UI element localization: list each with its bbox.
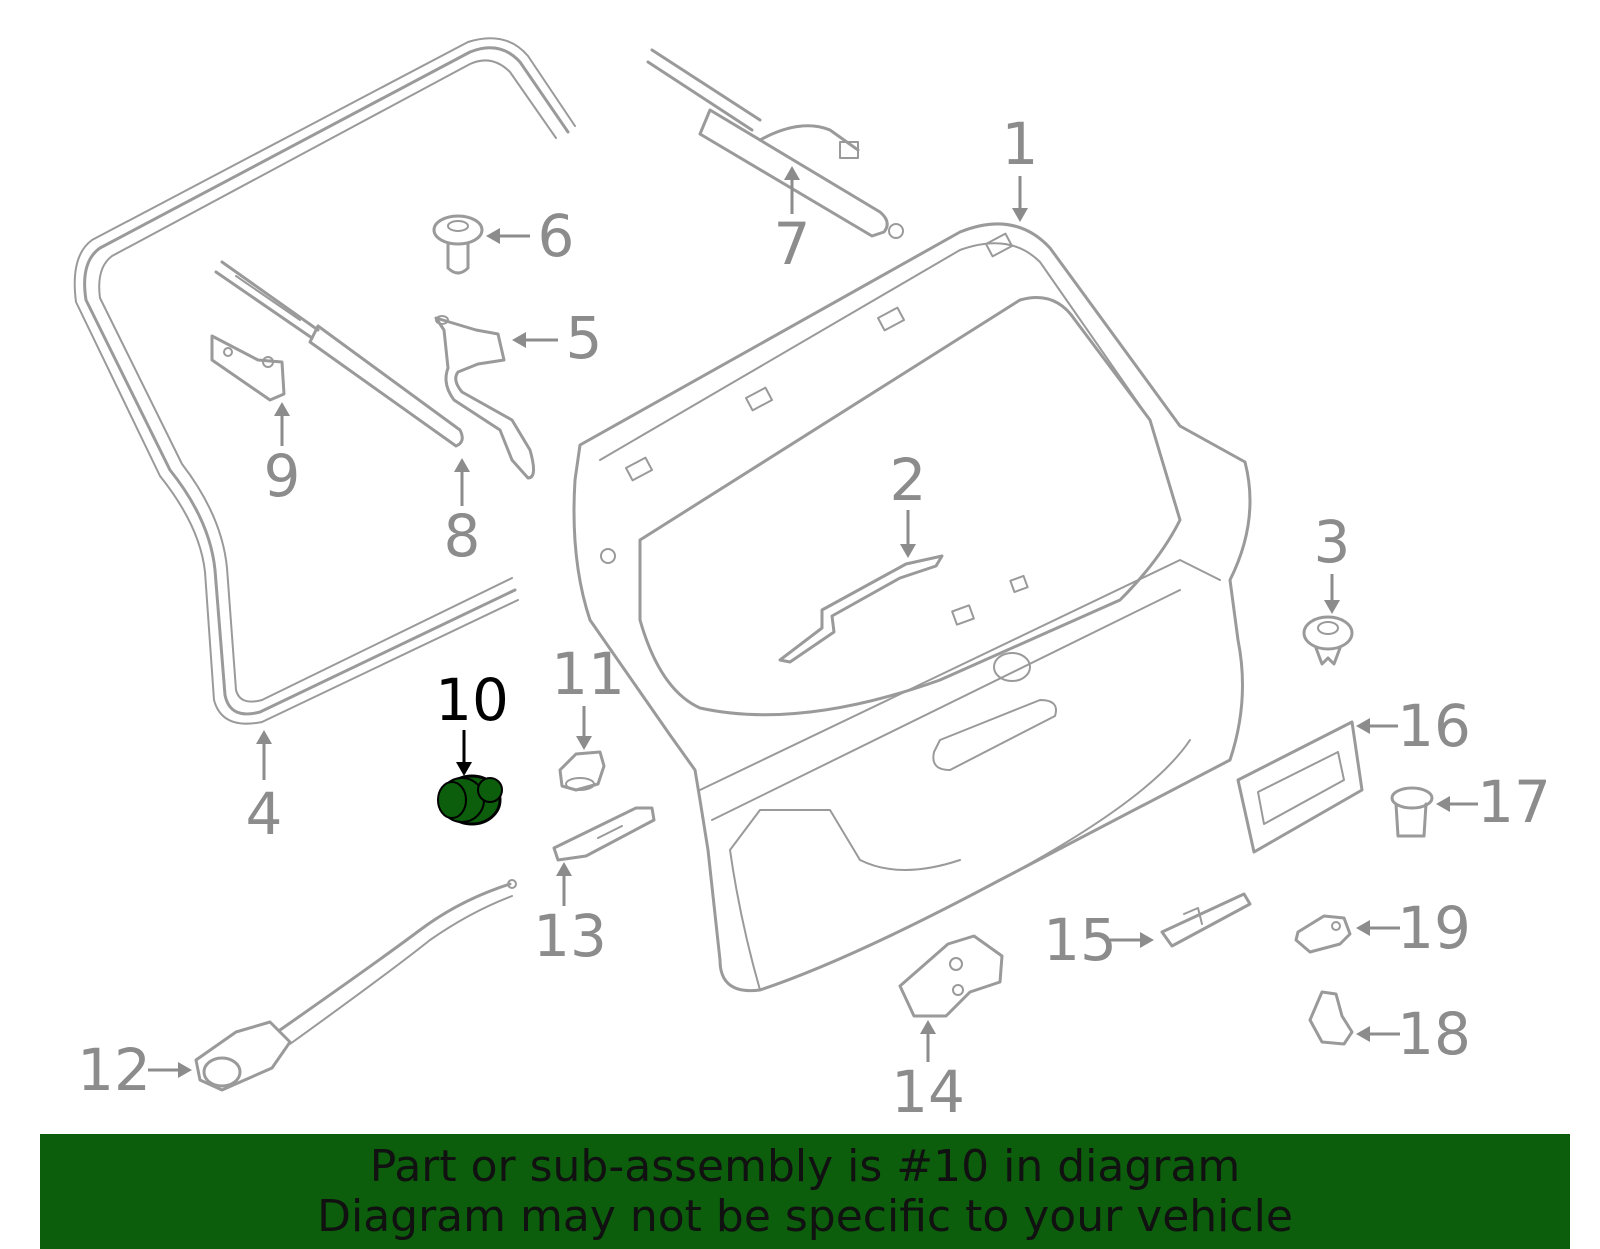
callout-16: 16 — [1397, 692, 1471, 760]
part-16-plate-housing — [1236, 720, 1364, 854]
part-7-power-strut — [646, 48, 904, 239]
part-8-gas-strut — [214, 260, 464, 448]
part-10-plug — [437, 774, 503, 826]
callout-5: 5 — [566, 304, 603, 372]
part-15-latch-switch — [1160, 892, 1252, 948]
callout-11: 11 — [551, 640, 625, 708]
info-banner: Part or sub-assembly is #10 in diagram D… — [40, 1134, 1570, 1249]
callout-15: 15 — [1043, 906, 1117, 974]
part-14-latch — [898, 934, 1004, 1018]
part-6-clip — [432, 214, 484, 275]
leader-lines — [148, 166, 1478, 1078]
part-3-clip — [1302, 615, 1354, 666]
callout-3: 3 — [1314, 508, 1351, 576]
callout-6: 6 — [538, 202, 575, 270]
callout-7: 7 — [774, 210, 811, 278]
part-13-bracket — [552, 806, 656, 862]
part-4-weatherstrip — [73, 37, 576, 725]
callout-13: 13 — [533, 902, 607, 970]
part-9-bracket — [210, 334, 286, 402]
part-5-hinge — [434, 315, 535, 480]
part-19-bracket — [1294, 914, 1352, 954]
banner-line-1: Part or sub-assembly is #10 in diagram — [369, 1141, 1241, 1192]
callout-4: 4 — [246, 780, 283, 848]
callout-14: 14 — [891, 1058, 965, 1126]
part-17-bumper — [1390, 786, 1434, 838]
banner-line-2: Diagram may not be specific to your vehi… — [317, 1191, 1293, 1242]
callout-labels: 1 2 3 4 5 6 7 8 9 10 11 12 13 14 15 16 1… — [77, 110, 1551, 1126]
part-2-wiper-bracket — [778, 554, 1029, 664]
part-18-sensor — [1308, 990, 1354, 1046]
callout-17: 17 — [1477, 768, 1551, 836]
callout-2: 2 — [890, 446, 927, 514]
callout-8: 8 — [444, 502, 481, 570]
part-1-tailgate — [572, 222, 1252, 993]
part-12-latch-motor — [194, 879, 517, 1092]
callout-1: 1 — [1002, 110, 1039, 178]
callout-10: 10 — [435, 666, 509, 734]
callout-12: 12 — [77, 1036, 151, 1104]
callout-9: 9 — [264, 442, 301, 510]
part-11-actuator — [558, 750, 606, 792]
callout-19: 19 — [1397, 894, 1471, 962]
callout-18: 18 — [1397, 1000, 1471, 1068]
